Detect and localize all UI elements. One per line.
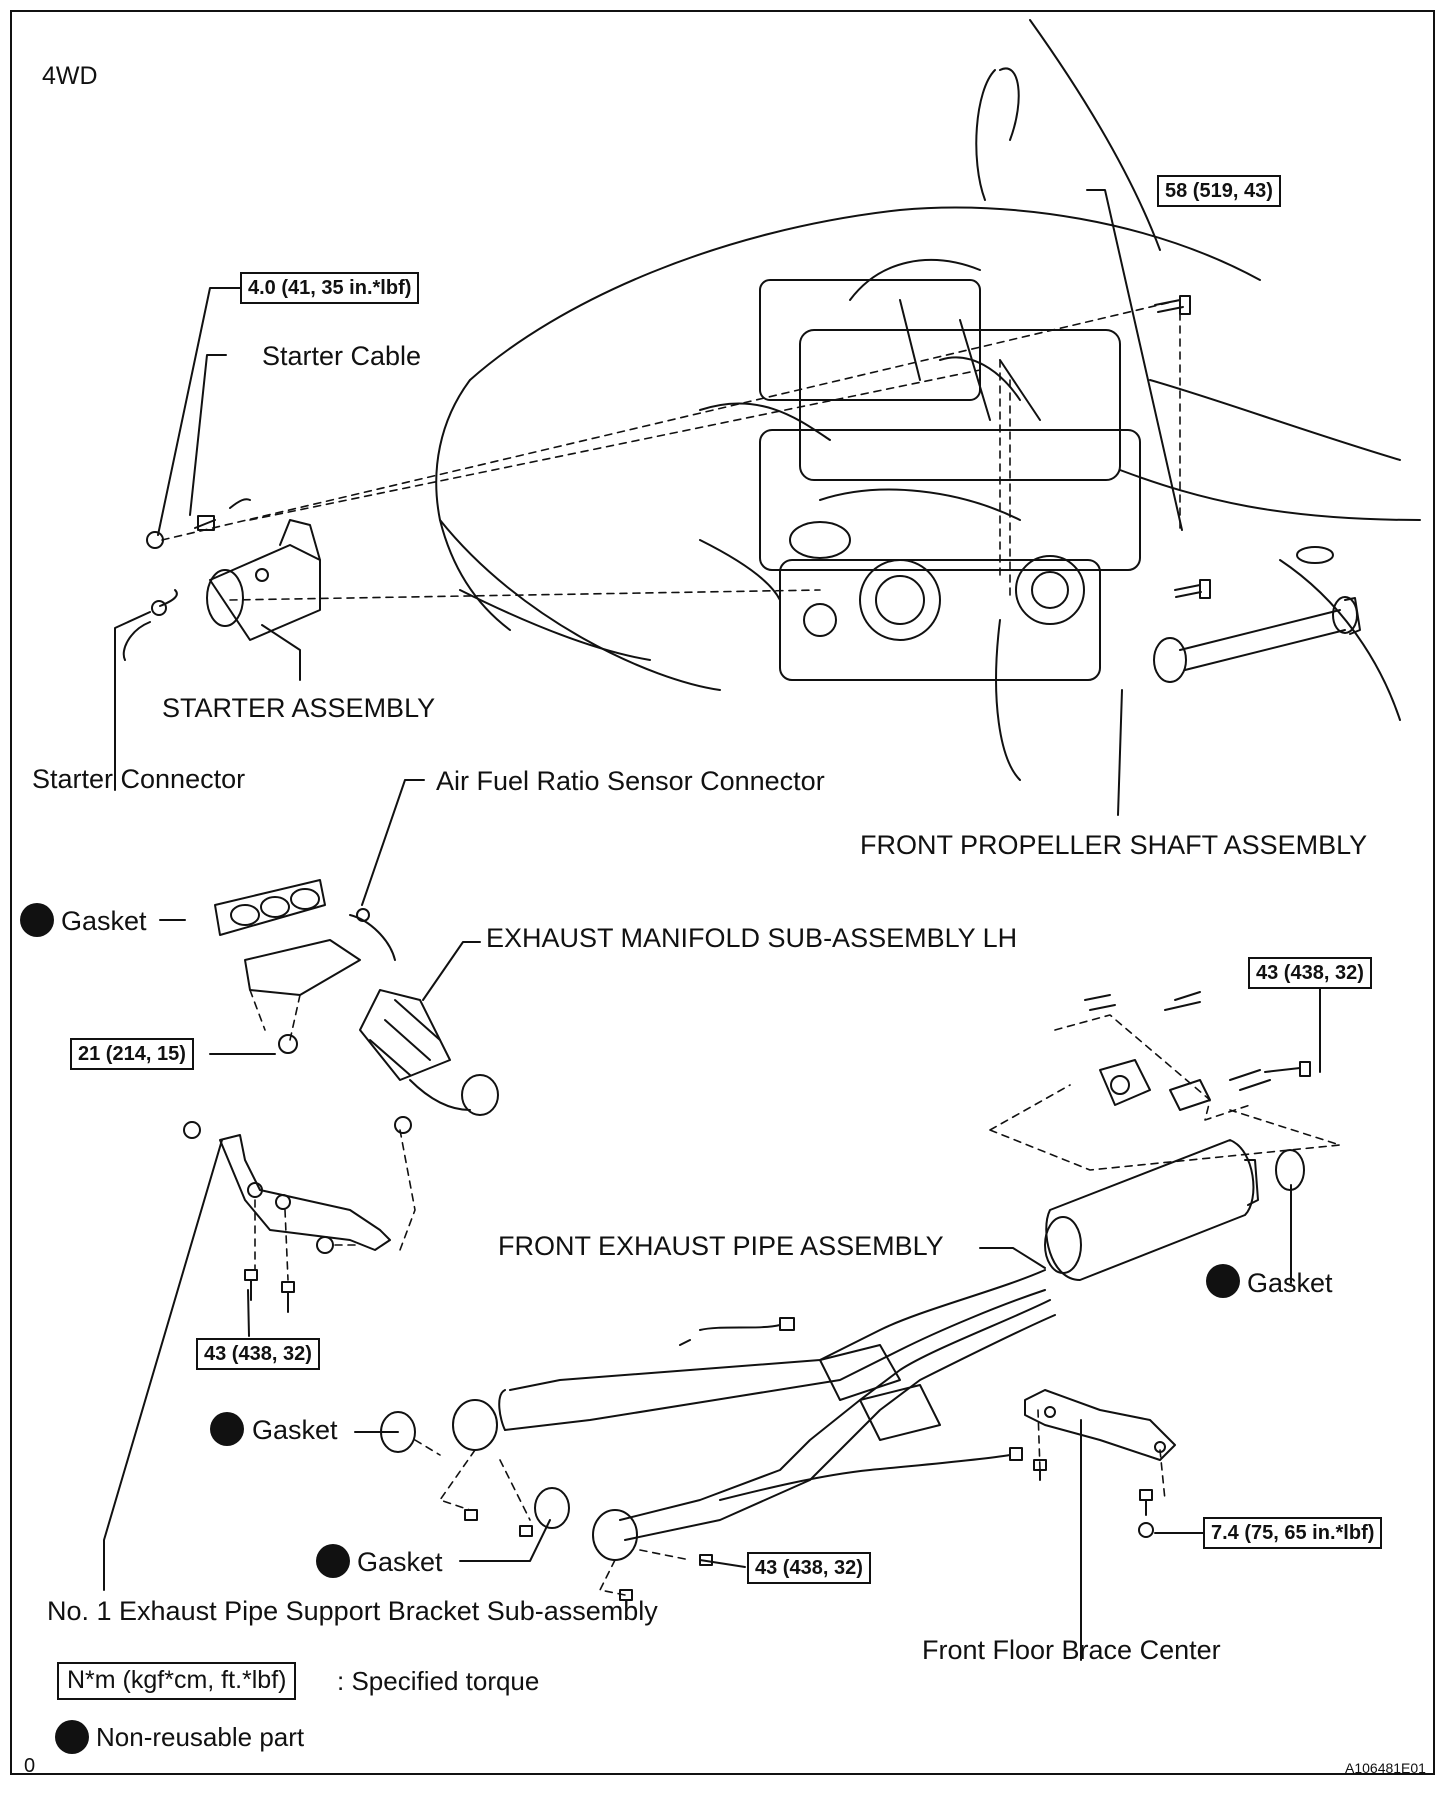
- legend-nonreusable-icon: [55, 1720, 89, 1754]
- bracket-bolts: [244, 1269, 295, 1313]
- vehicle-body-outline: [435, 19, 1421, 781]
- torque-starter-bolt: 4.0 (41, 35 in.*lbf): [240, 272, 420, 304]
- label-front-floor-brace: Front Floor Brace Center: [922, 1635, 1221, 1665]
- floor-brace: [1024, 1389, 1176, 1538]
- torque-pipe-flange: 43 (438, 32): [747, 1552, 871, 1584]
- nonreusable-marker-icon: [1206, 1264, 1240, 1298]
- flange-bolts: [464, 1509, 713, 1601]
- torque-bracket-bolt: 43 (438, 32): [196, 1338, 320, 1370]
- torque-rear-flange: 43 (438, 32): [1248, 957, 1372, 989]
- label-exhaust-manifold-lh: EXHAUST MANIFOLD SUB-ASSEMBLY LH: [486, 923, 1018, 953]
- variant-label: 4WD: [42, 62, 98, 90]
- label-gasket-manifold: Gasket: [61, 906, 147, 936]
- label-gasket-rear: Gasket: [1247, 1268, 1333, 1298]
- pipe-dashed: [414, 1409, 1166, 1596]
- nonreusable-marker-icon: [20, 903, 54, 937]
- diagram-frame: [10, 10, 1435, 1775]
- label-gasket-pipe-right: Gasket: [357, 1547, 443, 1577]
- legend-nonreusable-desc: Non-reusable part: [96, 1722, 305, 1752]
- manifold-dashed: [249, 989, 416, 1251]
- legend-torque-desc: : Specified torque: [337, 1666, 540, 1696]
- rear-flange: [1084, 991, 1311, 1111]
- label-gasket-pipe-left: Gasket: [252, 1415, 338, 1445]
- figure-code: A106481E01: [1345, 1760, 1426, 1776]
- label-front-exhaust-pipe: FRONT EXHAUST PIPE ASSEMBLY: [498, 1231, 944, 1261]
- label-front-propeller-shaft: FRONT PROPELLER SHAFT ASSEMBLY: [860, 830, 1368, 860]
- label-starter-assembly: STARTER ASSEMBLY: [162, 693, 436, 723]
- starter-motor: [122, 498, 321, 661]
- mount-bolts: [1154, 295, 1211, 599]
- front-exhaust-pipe: [380, 1139, 1305, 1561]
- leader-lines: [103, 189, 1321, 1661]
- torque-manifold-nut: 21 (214, 15): [70, 1038, 194, 1070]
- torque-engine-mount: 58 (519, 43): [1157, 175, 1281, 207]
- page-mark: 0: [24, 1755, 36, 1777]
- nonreusable-marker-icon: [210, 1412, 244, 1446]
- bracket-dashed: [254, 1199, 361, 1281]
- engine-block: [699, 259, 1141, 681]
- flange-dashed: [989, 1014, 1341, 1171]
- label-starter-connector: Starter Connector: [32, 764, 246, 794]
- nonreusable-marker-icon: [316, 1544, 350, 1578]
- exhaust-manifold: [214, 879, 499, 1134]
- support-bracket: [183, 1121, 391, 1254]
- propeller-shaft: [1153, 596, 1361, 683]
- legend-torque-box: N*m (kgf*cm, ft.*lbf): [57, 1662, 297, 1700]
- torque-brace-bolt: 7.4 (75, 65 in.*lbf): [1203, 1517, 1383, 1549]
- label-support-bracket: No. 1 Exhaust Pipe Support Bracket Sub-a…: [47, 1596, 658, 1626]
- alignment-lines: [161, 299, 1181, 601]
- label-starter-cable: Starter Cable: [262, 341, 422, 371]
- label-af-sensor-connector: Air Fuel Ratio Sensor Connector: [436, 766, 825, 796]
